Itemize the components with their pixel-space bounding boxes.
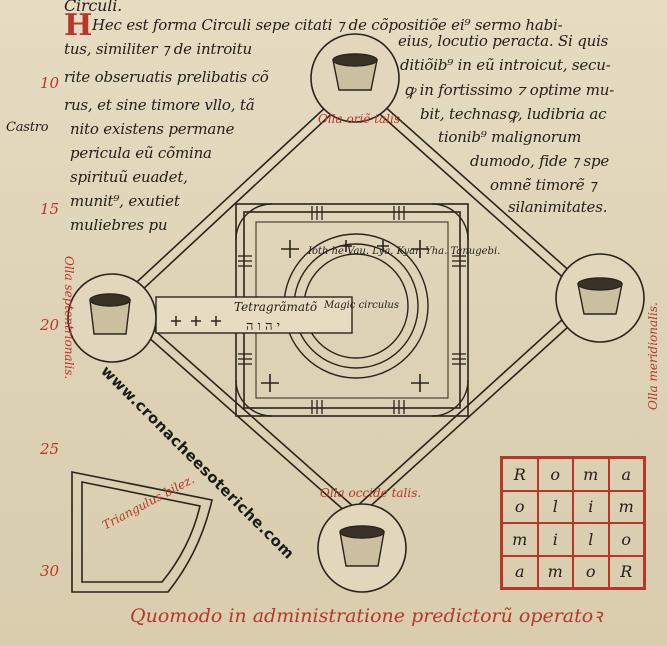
text-line-2a: tus, similiter ⁊ de introitu (64, 40, 252, 58)
grid-cell: m (573, 458, 609, 491)
grid-cell: R (502, 458, 538, 491)
center-text: Magic circulus (324, 300, 399, 311)
grid-cell: a (502, 555, 538, 588)
olla-left-label: Olla septentrionalis. (62, 256, 76, 380)
header-word: Circuli. (64, 0, 122, 15)
sator-square: R o m a o l i m m i l o a m o R (500, 456, 646, 590)
olla-right-label: Olla meridionalis. (646, 302, 660, 410)
hebrew-letters: י ה ו ה (246, 319, 281, 334)
text-line-7a: spirituũ euadet, (70, 168, 188, 186)
text-line-6a: pericula eũ cõmina (70, 144, 212, 162)
ring-text: Ioth he Vau. Lya. Kyar. Yha. Tanugebi. (308, 246, 501, 257)
grid-cell: o (573, 555, 609, 588)
grid-cell: i (573, 490, 609, 523)
grid-cell: o (537, 458, 573, 491)
grid-cell: m (502, 523, 538, 556)
grid-cell: i (537, 523, 573, 556)
text-line-5a: nito existens permane (70, 120, 235, 138)
line-number-20: 20 (40, 316, 60, 334)
text-line-3a: rite obseruatis prelibatis cõ (64, 68, 269, 86)
grid-cell: R (608, 555, 644, 588)
text-line-7b: dumodo, fide ⁊ spe (470, 152, 610, 170)
grid-cell: l (573, 523, 609, 556)
line-number-10: 10 (40, 74, 60, 92)
text-line-9a: muliebres pu (70, 216, 168, 234)
grid-cell: m (608, 490, 644, 523)
line-number-30: 30 (40, 562, 60, 580)
grid-cell: o (502, 490, 538, 523)
text-line-5b: bit, technasꝙ, ludibria ac (420, 105, 607, 123)
olla-top-label: Olla oriẽ talis. (318, 112, 404, 126)
text-line-4a: rus, et sine timore vllo, tã (64, 96, 255, 114)
olla-bottom-label: Olla occide talis. (320, 486, 422, 500)
text-line-8a: munit⁹, exutiet (70, 192, 180, 210)
tetragrammaton-label: Tetragrãmatõ (234, 300, 318, 314)
text-line-3b: ditiõib⁹ in eũ introicut, secu- (400, 56, 611, 74)
text-line-8b: omnẽ timorẽ ⁊ (490, 176, 597, 194)
grid-cell: l (537, 490, 573, 523)
grid-cell: a (608, 458, 644, 491)
text-line-9b: silanimitates. (508, 198, 608, 216)
grid-cell: m (537, 555, 573, 588)
footer-heading: Quomodo in administratione predictorũ op… (130, 605, 603, 627)
line-number-25: 25 (40, 440, 60, 458)
grid-cell: o (608, 523, 644, 556)
margin-note: Castro (6, 120, 49, 135)
initial-capital: H (64, 8, 93, 43)
text-line-4b: ꝙ in fortissimo ⁊ optime mu- (404, 81, 615, 99)
line-number-15: 15 (40, 200, 60, 218)
text-line-2b: eius, locutio peracta. Si quis (398, 32, 609, 50)
text-line-6b: tionib⁹ malignorum (438, 128, 582, 146)
text-line-1: Hec est forma Circuli sepe citati ⁊ de c… (92, 16, 563, 34)
